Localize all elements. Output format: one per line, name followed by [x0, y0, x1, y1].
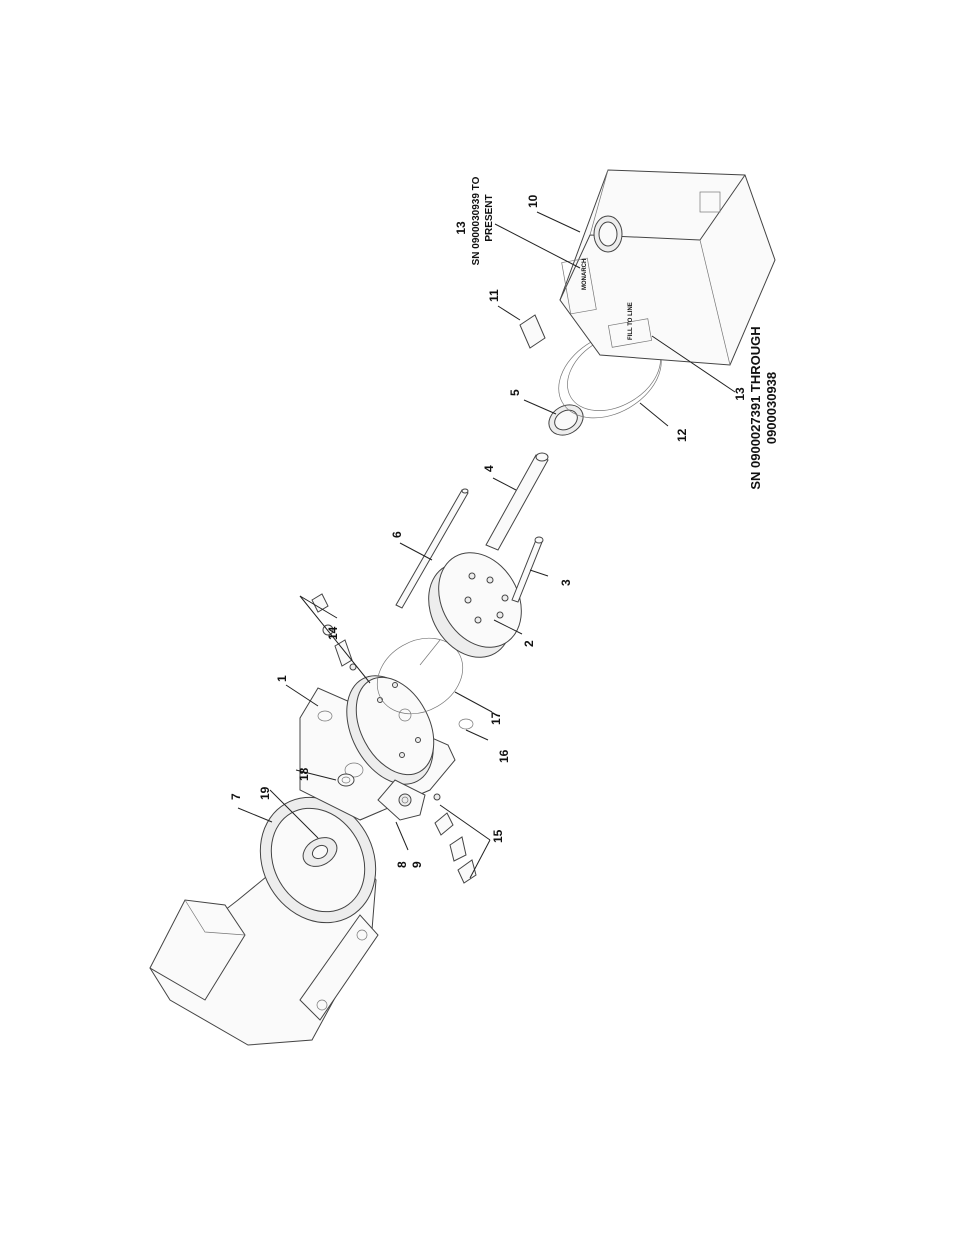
fill-to-line-decal: FILL TO LINE: [628, 302, 634, 340]
suction-tube: [512, 537, 543, 602]
filter-cap: [543, 399, 588, 441]
serial-note-through-number: 13: [733, 387, 747, 401]
callout-10: 10: [526, 194, 540, 208]
brand-decal: MONARCH: [582, 259, 588, 290]
serial-note-present: 13 SN 0900030939 TO PRESENT: [454, 176, 495, 265]
callout-1: 1: [275, 675, 289, 682]
callout-3: 3: [559, 579, 573, 586]
callout-15: 15: [491, 829, 505, 843]
callout-18: 18: [297, 767, 311, 781]
callout-16: 16: [497, 749, 511, 763]
check-valve-parts: [434, 794, 476, 883]
callout-17: 17: [489, 711, 503, 725]
callout-2: 2: [522, 640, 536, 647]
callout-7: 7: [229, 793, 243, 800]
callout-6: 6: [390, 531, 404, 538]
callout-12: 12: [675, 428, 689, 442]
serial-note-present-number: 13: [454, 221, 468, 235]
callout-9: 9: [410, 861, 424, 868]
coupling-insert: [338, 774, 354, 786]
serial-note-present-line2: PRESENT: [484, 194, 495, 241]
callout-11: 11: [487, 289, 501, 302]
callout-5: 5: [508, 389, 522, 396]
serial-note-through-line2: 0900030938: [764, 372, 779, 444]
serial-note-present-line1: SN 0900030939 TO: [471, 176, 482, 265]
serial-note-through: 13 SN 0900027391 THROUGH 0900030938: [733, 326, 779, 489]
serial-note-through-line1: SN 0900027391 THROUGH: [748, 326, 763, 489]
callout-4: 4: [482, 465, 496, 472]
hydraulic-reservoir: MONARCH FILL TO LINE: [560, 170, 775, 365]
callout-19: 19: [258, 786, 272, 800]
callout-14: 14: [326, 626, 340, 640]
callout-8: 8: [395, 861, 409, 868]
breather-cap: [520, 315, 545, 348]
